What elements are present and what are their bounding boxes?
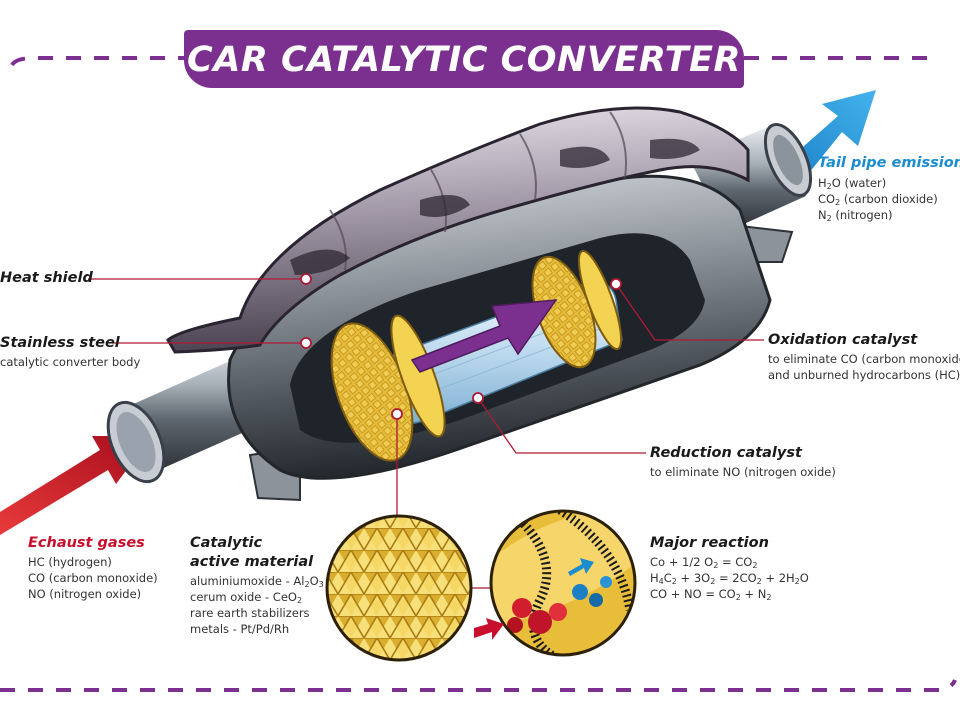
tail-pipe-label: Tail pipe emissions [818,155,960,171]
catalytic-material-label: Catalytic [190,535,263,551]
dashed-border-bottom [0,679,957,692]
flow-direction-arrow [410,299,558,373]
title-banner: CAR CATALYTIC CONVERTER [184,30,744,88]
catalytic-material-label-2: active material [190,554,314,570]
reaction-equation: H4C2 + 3O2 = 2CO2 + 2H2O [650,571,809,586]
heat-shield-label: Heat shield [0,270,93,286]
page-title: CAR CATALYTIC CONVERTER [187,40,741,80]
tail-pipe-emission-line: H2O (water) [818,176,887,191]
exhaust-gas-item: CO (carbon monoxide) [28,571,158,585]
oxidation-catalyst-disc [531,249,623,369]
catalytic-material-item: cerum oxide - CeO2 [190,590,303,605]
reaction-equation: Co + 1/2 O2 = CO2 [650,555,758,570]
reduction-catalyst-disc [330,314,446,462]
tail-pipe-emission-line: CO2 (carbon dioxide) [818,192,938,207]
oxidation-catalyst-desc: and unburned hydrocarbons (HC) [768,368,960,382]
catalytic-material-item: metals - Pt/Pd/Rh [190,622,290,636]
magnified-reaction [489,509,637,657]
reduction-catalyst-label: Reduction catalyst [650,445,802,461]
exhaust-gas-arrow [0,436,152,535]
oxidation-catalyst-label: Oxidation catalyst [768,332,918,348]
tail-pipe-emission-line: N2 (nitrogen) [818,208,893,223]
stainless-steel-desc: catalytic converter body [0,355,141,369]
reaction-equation: CO + NO = CO2 + N2 [650,587,772,602]
reduction-catalyst-desc: to eliminate NO (nitrogen oxide) [650,465,836,479]
small-red-arrow [474,618,504,640]
exhaust-gases-label: Echaust gases [28,535,145,551]
catalytic-material-item: aluminiumoxide - Al2O3 [190,574,324,589]
dashed-border-top [10,56,930,67]
stainless-steel-label: Stainless steel [0,335,120,351]
catalytic-material-item: rare earth stabilizers [190,606,310,620]
heat-shield [166,106,750,354]
exhaust-gas-item: NO (nitrogen oxide) [28,587,142,601]
major-reaction-label: Major reaction [650,535,769,551]
exhaust-gas-item: HC (hydrogen) [28,555,112,569]
oxidation-catalyst-desc: to eliminate CO (carbon monoxide) [768,352,960,366]
magnified-honeycomb [325,514,473,662]
